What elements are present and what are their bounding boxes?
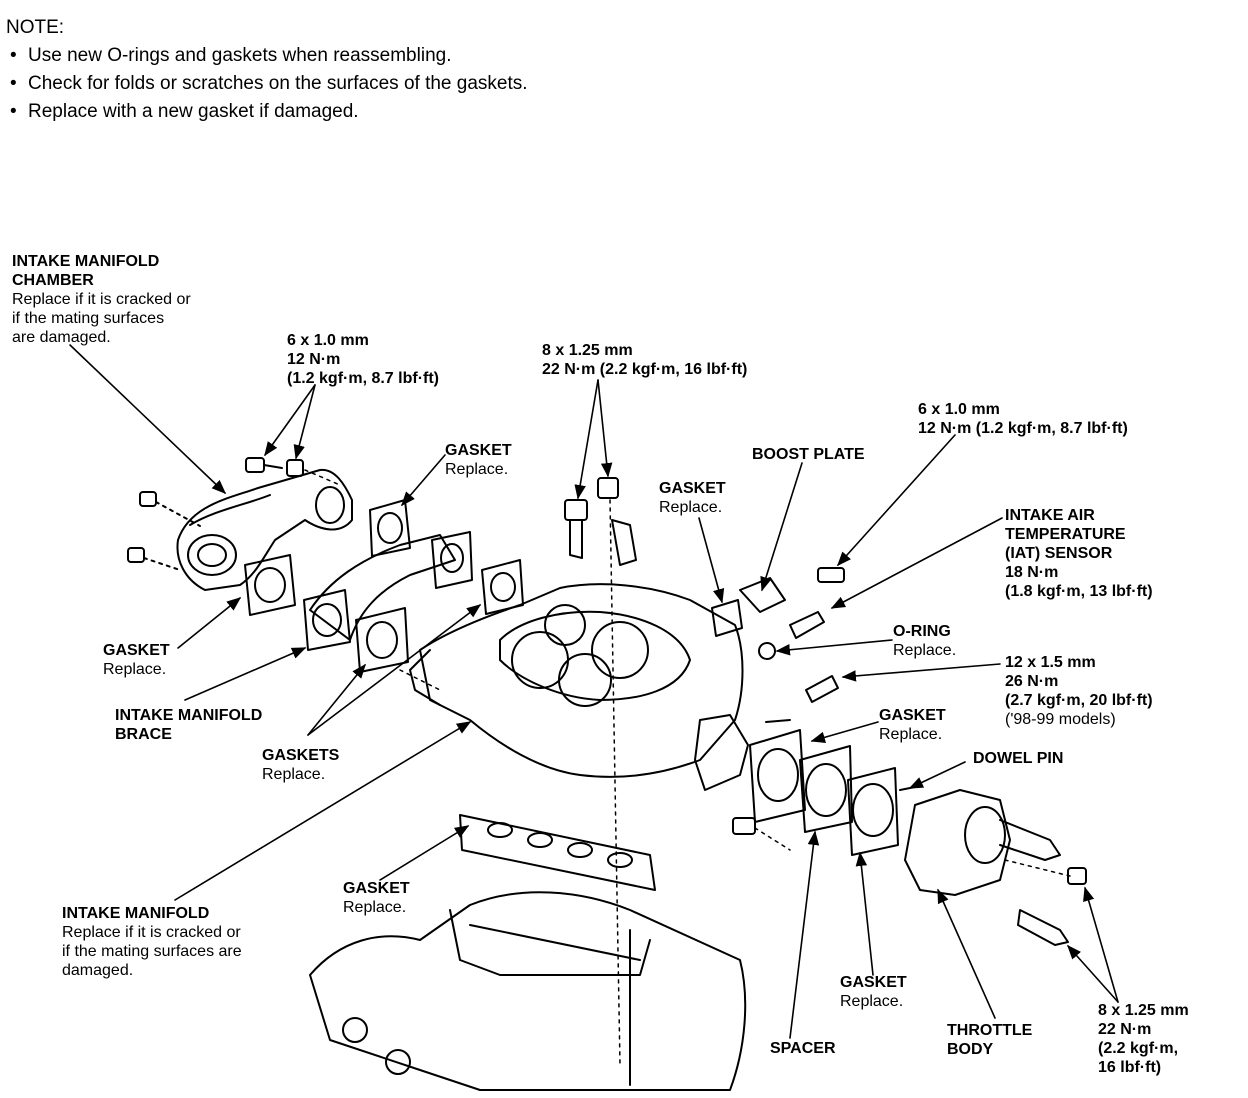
boost-plate-assembly xyxy=(711,567,845,723)
label-bolt-12x15: 12 x 1.5 mm 26 N·m (2.7 kgf·m, 20 lbf·ft… xyxy=(1005,654,1153,728)
label-intake-manifold: INTAKE MANIFOLD Replace if it is cracked… xyxy=(62,905,242,979)
lower-gasket-part xyxy=(459,814,656,891)
label-bolt-8x125-right: 8 x 1.25 mm 22 N·m (2.2 kgf·m, 16 lbf·ft… xyxy=(1098,1002,1189,1076)
gasket-plates-left xyxy=(244,499,524,673)
label-gasket-boost: GASKET Replace. xyxy=(659,480,726,516)
label-gasket-lower: GASKET Replace. xyxy=(343,880,410,916)
label-intake-manifold-chamber: INTAKE MANIFOLD CHAMBER Replace if it is… xyxy=(12,253,191,346)
label-gasket-top: GASKET Replace. xyxy=(445,442,512,478)
note-bullet: Use new O-rings and gaskets when reassem… xyxy=(6,42,528,70)
label-iat-sensor: INTAKE AIR TEMPERATURE (IAT) SENSOR 18 N… xyxy=(1005,507,1153,600)
throttle-body-part xyxy=(904,789,1087,946)
note-bullet: Check for folds or scratches on the surf… xyxy=(6,70,528,98)
note-block: NOTE: Use new O-rings and gaskets when r… xyxy=(6,14,528,126)
label-gasket-throttle: GASKET Replace. xyxy=(840,974,907,1010)
leader-lines xyxy=(69,344,1119,1039)
label-spacer: SPACER xyxy=(770,1040,836,1057)
label-bolt-6x1-right: 6 x 1.0 mm 12 N·m (1.2 kgf·m, 8.7 lbf·ft… xyxy=(918,401,1128,437)
label-dowel-pin: DOWEL PIN xyxy=(973,750,1064,767)
intake-manifold-chamber-part xyxy=(176,468,353,591)
label-intake-manifold-brace: INTAKE MANIFOLD BRACE xyxy=(115,707,263,743)
intake-manifold-body xyxy=(409,583,749,791)
note-bullet: Replace with a new gasket if damaged. xyxy=(6,98,528,126)
label-throttle-body: THROTTLE BODY xyxy=(947,1022,1033,1058)
chamber-bolts xyxy=(127,457,304,571)
label-gasket-left: GASKET Replace. xyxy=(103,642,170,678)
upper-bolts xyxy=(564,477,637,566)
throttle-side-parts xyxy=(732,729,916,856)
label-gasket-spacer: GASKET Replace. xyxy=(879,707,946,743)
intake-manifold-brace-part xyxy=(309,534,456,641)
engine-block-part xyxy=(309,891,747,1091)
label-gaskets: GASKETS Replace. xyxy=(262,747,340,783)
label-bolt-8x125-top: 8 x 1.25 mm 22 N·m (2.2 kgf·m, 16 lbf·ft… xyxy=(542,342,748,378)
label-boost-plate: BOOST PLATE xyxy=(752,446,865,463)
alignment-lines xyxy=(304,469,1071,1066)
label-o-ring: O-RING Replace. xyxy=(893,623,957,659)
note-heading: NOTE: xyxy=(6,17,65,38)
label-bolt-6x1-top: 6 x 1.0 mm 12 N·m (1.2 kgf·m, 8.7 lbf·ft… xyxy=(287,332,440,387)
